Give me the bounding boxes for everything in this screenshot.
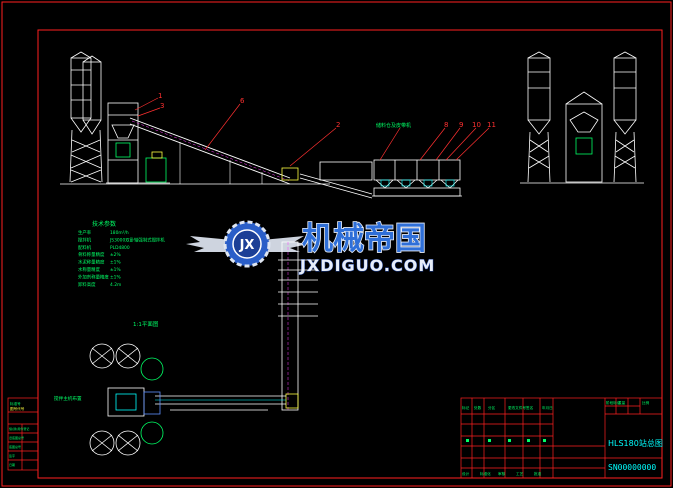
spec-label: 外加剂称量精度 xyxy=(78,273,109,280)
title-block-bottom-cell: 批准 xyxy=(534,471,542,476)
title-block-right-cell: 比例 xyxy=(642,400,650,405)
spec-value: 180m³/h xyxy=(110,230,129,236)
title-block-header-cell: 处数 xyxy=(474,405,482,410)
inner-frame xyxy=(37,29,663,479)
spec-label: 骨料称量精度 xyxy=(78,251,105,258)
bin-gates xyxy=(380,179,455,187)
callout-1: 1 xyxy=(158,92,162,100)
side-table-sub: 图号代号 xyxy=(10,406,25,411)
side-table-row: 旧底图总号 xyxy=(9,435,24,440)
spec-label: 配料机 xyxy=(78,244,92,251)
spec-value: ±1% xyxy=(110,260,121,266)
watermark: JX 机械帝国 JXDIGUO.COM xyxy=(186,220,435,276)
callout-9: 9 xyxy=(459,121,463,129)
watermark-domain: JXDIGUO.COM xyxy=(299,256,435,275)
title-block-bottom-cell: 工艺 xyxy=(516,471,524,476)
watermark-brand: 机械帝国 xyxy=(302,221,426,257)
callout-10: 10 xyxy=(472,121,481,129)
plan-silos xyxy=(89,343,164,456)
callout-leaders xyxy=(134,97,490,167)
title-block-stubs xyxy=(466,439,546,442)
hopper-note: 储料仓及皮带机 xyxy=(376,122,411,129)
title-block-right-cell: 阶段标记 xyxy=(606,400,621,405)
callout-11: 11 xyxy=(487,121,496,129)
title-block-text: 标记处数 分区 更改文件号签名 年月日 阶段标记重量 比例 设计 标准化 审核 工艺 批准 HL… xyxy=(462,400,663,476)
title-block-right-cell: 重量 xyxy=(618,400,626,405)
spec-value: ±1% xyxy=(110,267,121,273)
watermark-wing-right xyxy=(262,236,308,252)
spec-value: ±1% xyxy=(110,274,121,280)
side-table-row: 签字 xyxy=(9,453,15,458)
spec-label: 水泥称量精度 xyxy=(78,259,105,266)
spec-value: ±2% xyxy=(110,252,121,258)
plan-conveyor xyxy=(155,241,318,411)
title-block-header-cell: 分区 xyxy=(488,405,496,410)
side-table-row: 底图总号 xyxy=(9,444,21,449)
spec-title: 技术参数 xyxy=(92,220,116,228)
side-table-row: 日期 xyxy=(9,462,15,467)
title-block-bottom-cell: 设计 xyxy=(462,471,470,476)
spec-label: 生产率 xyxy=(78,229,92,236)
spec-value: 4.2m xyxy=(110,282,121,288)
title-block-bottom-cell: 审核 xyxy=(498,471,506,476)
spec-label: 卸料高度 xyxy=(78,281,96,288)
title-block-header-cell: 标记 xyxy=(462,405,470,410)
watermark-wing-left xyxy=(186,236,232,252)
title-block xyxy=(460,397,663,479)
aggregate-bins xyxy=(299,159,462,199)
drawing-name: HLS180站总图 xyxy=(608,438,663,448)
drawing-number: SN00000000 xyxy=(608,463,656,472)
plan-title: 1:1平面图 xyxy=(133,320,159,328)
spec-label: 水称量精度 xyxy=(78,266,101,273)
side-table xyxy=(7,397,39,471)
callout-numbers: 1 3 6 2 8 9 10 11 xyxy=(158,92,496,129)
title-block-header-cell: 更改文件号 xyxy=(508,405,526,410)
spec-label: 搅拌机 xyxy=(78,236,92,243)
callout-2: 2 xyxy=(336,121,340,129)
inclined-conveyor xyxy=(129,117,299,185)
left-note: 搅拌主机布置 xyxy=(54,395,82,402)
title-block-bottom-cell: 标准化 xyxy=(480,471,491,476)
callout-3: 3 xyxy=(160,102,164,110)
callout-6: 6 xyxy=(240,97,245,105)
side-table-row: 借(通)用件登记 xyxy=(9,426,29,431)
callout-8: 8 xyxy=(444,121,448,129)
spec-value: JS3000双卧轴强制式搅拌机 xyxy=(109,236,165,243)
side-table-header: 标准号 xyxy=(10,401,21,406)
watermark-emblem: JX xyxy=(239,238,255,253)
title-block-header-cell: 签名 xyxy=(526,405,534,410)
right-elevation xyxy=(520,51,644,184)
spec-value: PLD4800 xyxy=(110,245,130,251)
title-block-header-cell: 年月日 xyxy=(542,405,553,410)
left-tower xyxy=(106,102,170,184)
left-silos xyxy=(69,51,103,183)
